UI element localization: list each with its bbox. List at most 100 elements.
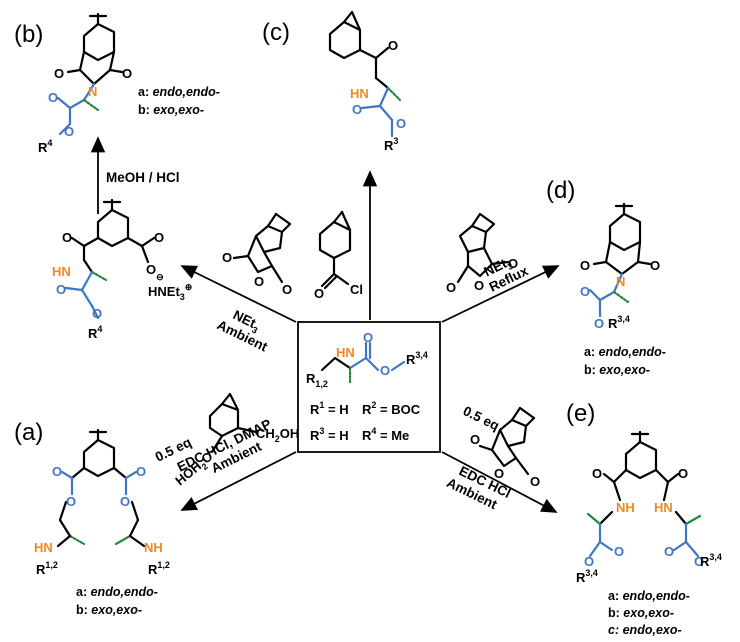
product-e-ester-o3: O [664,544,674,559]
center-def-r2: R2 = BOC [362,400,421,417]
product-c-o: O [388,38,398,53]
anhydride-right-o2: O [474,278,484,293]
product-e-nh: NH [616,500,635,515]
panel-label-c: (c) [262,19,290,46]
product-d-structure [588,202,652,318]
product-e-structure [586,430,702,558]
intermediate-ester-o1: O [56,282,66,297]
anhydride-right-o1: O [508,256,518,271]
product-a-structure [56,428,146,548]
diol-right-arm: CH2OH [256,426,299,444]
product-b-r4: R4 [38,138,52,155]
product-a-r12-left: R1,2 [36,560,58,577]
acid-chloride-o: O [314,286,324,301]
product-a-o3: O [136,464,146,479]
product-b-o-left: O [54,66,64,81]
intermediate-r4: R4 [88,324,102,341]
arrow-to-b-intermediate [180,265,297,323]
svg-text:c: endo,exo-: c: endo,exo- [608,623,682,637]
center-ester-o: O [380,363,390,378]
center-nh-label: HN [336,345,355,360]
product-a-o4: O [120,494,130,509]
product-b-n: N [88,84,97,99]
product-a-r12-right: R1,2 [148,560,170,577]
intermediate-counterion: HNEt3⊕ [148,282,192,302]
product-d-o-right: O [650,258,660,273]
product-a-o2: O [66,494,76,509]
product-c-nh: HN [350,86,369,101]
intermediate-salt-structure [64,198,156,320]
svg-text:b: exo,exo-: b: exo,exo- [76,603,142,617]
condition-left-upper: NEt3 Ambient [215,307,271,354]
svg-text:a: endo,endo-: a: endo,endo- [138,85,220,99]
reagent-anhydride-lower-right [478,406,536,476]
product-c-structure [328,10,402,138]
reagent-anhydride-left [232,212,292,284]
anhydride-lr-o3: O [530,474,540,489]
product-b-ester-o1: O [48,90,58,105]
arrow-to-a [180,451,297,511]
anhydride-left-o1: O [222,250,232,265]
center-reactant-structure [320,341,406,385]
center-def-r3: R3 = H [310,426,349,443]
reagent-diol [208,392,258,454]
acid-chloride-cl: Cl [350,282,363,297]
panel-label-d: (d) [546,177,575,204]
product-b-o-right: O [122,66,132,81]
svg-text:0.5 eq: 0.5 eq [461,403,502,433]
reagent-acid-chloride [318,210,352,290]
arrow-to-d [441,265,560,323]
svg-text:b: exo,exo-: b: exo,exo- [138,103,204,117]
svg-text:a: endo,endo-: a: endo,endo- [608,589,690,603]
product-a-variants: a: endo,endo- b: exo,exo- [76,585,158,617]
product-c-r3: R3 [384,136,398,153]
panel-label-e: (e) [566,400,595,427]
anhydride-left-o3: O [282,282,292,297]
product-e-o-left: O [592,466,602,481]
condition-right-eq: 0.5 eq [461,403,502,433]
product-a-o1: O [52,464,62,479]
product-d-ester-o1: O [580,284,590,299]
product-b-structure [56,12,124,136]
product-d-r34: R3,4 [608,314,630,331]
intermediate-o-right: O [154,230,164,245]
product-b-ester-o2: O [64,124,74,139]
center-def-r1: R1 = H [310,400,349,417]
intermediate-o-minus: O⊖ [146,262,164,282]
product-e-hn: HN [654,500,673,515]
product-e-ester-o2: O [584,554,594,569]
product-d-variants: a: endo,endo- b: exo,exo- [584,345,666,377]
center-carbonyl-o: O [363,330,373,345]
intermediate-nh: HN [52,264,71,279]
panel-label-b: (b) [14,21,43,48]
product-d-o-left: O [580,258,590,273]
product-c-ester-o1: O [352,102,362,117]
intermediate-ester-o2: O [92,306,102,321]
arrow-to-e [441,451,558,513]
product-a-hn: HN [34,540,53,555]
panel-label-a: (a) [14,419,43,446]
center-r34-label: R3,4 [406,350,428,367]
product-e-ester-o1: O [614,544,624,559]
anhydride-lr-o1: O [470,432,480,447]
center-r12-label: R1,2 [306,371,328,389]
product-e-variants: a: endo,endo- b: exo,exo- c: endo,exo- [608,589,690,637]
product-e-r34-right: R3,4 [700,552,722,569]
product-e-ester-o4: O [694,554,704,569]
product-b-variants: a: endo,endo- b: exo,exo- [138,85,220,117]
product-a-nh: NH [144,540,163,555]
condition-meoh-hcl: MeOH / HCl [106,170,180,185]
center-def-r4: R4 = Me [362,426,409,443]
anhydride-left-o2: O [254,274,264,289]
product-c-ester-o2: O [396,116,406,131]
product-e-o-right: O [678,466,688,481]
svg-text:b: exo,exo-: b: exo,exo- [608,606,674,620]
product-d-ester-o2: O [594,316,604,331]
product-e-r34-left: R3,4 [576,568,598,585]
reagent-anhydride-right [456,212,510,284]
svg-text:a: endo,endo-: a: endo,endo- [76,585,158,599]
intermediate-o-left: O [62,230,72,245]
product-d-n: N [616,274,625,289]
anhydride-lr-o2: O [494,466,504,481]
